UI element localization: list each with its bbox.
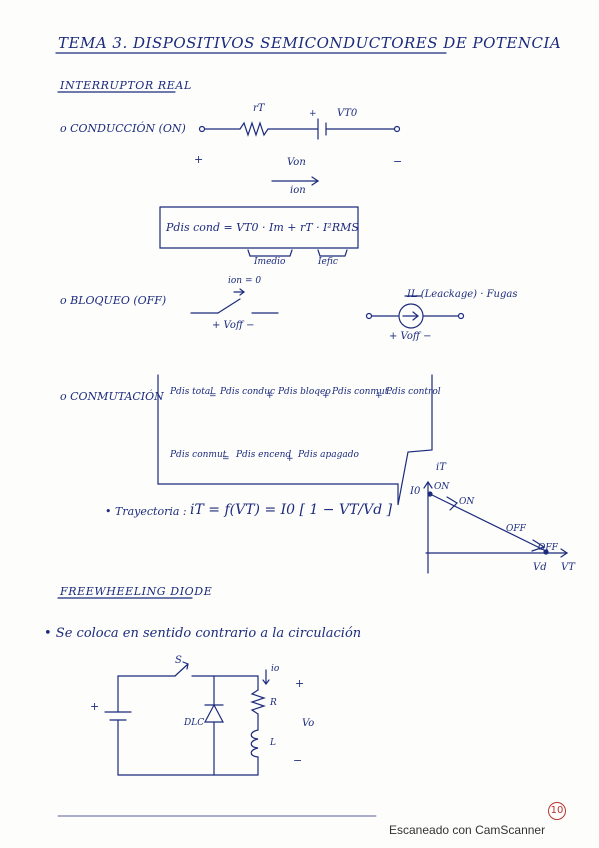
switching-bracket xyxy=(157,374,433,506)
vo-label: Vo xyxy=(302,718,315,729)
switching-row1-term2: Pdis conduc xyxy=(220,387,276,397)
plus-small: + xyxy=(309,109,317,119)
open-switch xyxy=(190,288,279,314)
switching-row2-term1: Pdis conmut xyxy=(170,450,227,460)
imedio-brace xyxy=(247,249,293,257)
current-source xyxy=(365,295,465,329)
section-heading-freewheeling: FREEWHEELING DIODE xyxy=(60,585,213,598)
switching-label: o CONMUTACIÓN xyxy=(60,390,164,403)
switching-row1-term4: Pdis conmut. xyxy=(332,387,392,397)
imedio-label: Imedio xyxy=(254,257,286,267)
formula-box xyxy=(159,206,359,249)
diode-label: DLC xyxy=(184,718,205,728)
freewheel-bullet: • Se coloca en sentido contrario a la ci… xyxy=(44,626,362,641)
graph-on2-label: ON xyxy=(459,497,475,507)
switching-row1-plus1: + xyxy=(266,391,274,401)
blocking-label: o BLOQUEO (OFF) xyxy=(60,294,167,307)
switching-row2-eq: = xyxy=(222,454,230,464)
switching-row1-term1: Pdis total xyxy=(170,387,214,397)
graph-off-label: OFF xyxy=(506,524,526,534)
rt-label: rT xyxy=(253,103,265,114)
switching-row1-eq: = xyxy=(209,391,217,401)
freewheel-circuit xyxy=(104,661,270,776)
voff-label-1: + Voff − xyxy=(212,320,255,331)
graph-y-label: iT xyxy=(436,462,446,473)
scanner-footer: Escaneado con CamScanner xyxy=(389,823,546,837)
minus-sign: − xyxy=(393,155,403,168)
trajectory-formula: iT = f(VT) = I0 [ 1 − VT/Vd ] xyxy=(190,502,393,518)
switching-row1-term5: Pdis control xyxy=(386,387,441,397)
switching-row2-plus: + xyxy=(286,454,294,464)
plus-sign: + xyxy=(194,153,204,166)
graph-on-label: ON xyxy=(434,482,450,492)
vo-plus: + xyxy=(295,677,305,690)
source-plus: + xyxy=(90,700,100,713)
iefic-brace xyxy=(317,249,348,257)
graph-off2-label: OFF xyxy=(538,543,558,553)
vo-minus: − xyxy=(293,754,303,767)
ion-zero-label: ion = 0 xyxy=(228,276,262,286)
trajectory-graph xyxy=(423,480,569,574)
inductor-label: L xyxy=(270,738,276,748)
leakage-label: IL (Leackage) · Fugas xyxy=(407,289,518,300)
von-label: Von xyxy=(287,157,306,168)
page-title: TEMA 3. DISPOSITIVOS SEMICONDUCTORES DE … xyxy=(58,34,562,52)
graph-x-label: VT xyxy=(561,562,575,573)
resistor-label: R xyxy=(270,698,277,708)
switching-row1-term3: Pdis bloqeo xyxy=(278,387,331,397)
graph-i0-label: I0 xyxy=(410,486,421,497)
conduction-formula: Pdis cond = VT0 · Im + rT · I²RMS xyxy=(166,221,359,234)
voff-label-2: + Voff − xyxy=(389,331,432,342)
switching-row2-term2: Pdis encend xyxy=(236,450,292,460)
page-number: 10 xyxy=(548,802,566,820)
switching-row2-term3: Pdis apagado xyxy=(298,450,359,460)
graph-vd-label: Vd xyxy=(533,562,547,573)
switching-row1-plus2: + xyxy=(322,391,330,401)
ion-label: ion xyxy=(290,185,306,196)
switching-row1-plus3: + xyxy=(375,391,383,401)
vt0-label: VT0 xyxy=(337,108,358,119)
conduction-circuit xyxy=(198,118,401,186)
section-heading-interruptor-real: INTERRUPTOR REAL xyxy=(60,79,192,92)
switch-s-label: S xyxy=(175,655,182,666)
iefic-label: Iefic xyxy=(318,257,338,267)
trajectory-label: • Trayectoria : xyxy=(105,505,187,518)
io-label: io xyxy=(271,664,280,674)
conduction-label: o CONDUCCIÓN (ON) xyxy=(60,122,186,135)
